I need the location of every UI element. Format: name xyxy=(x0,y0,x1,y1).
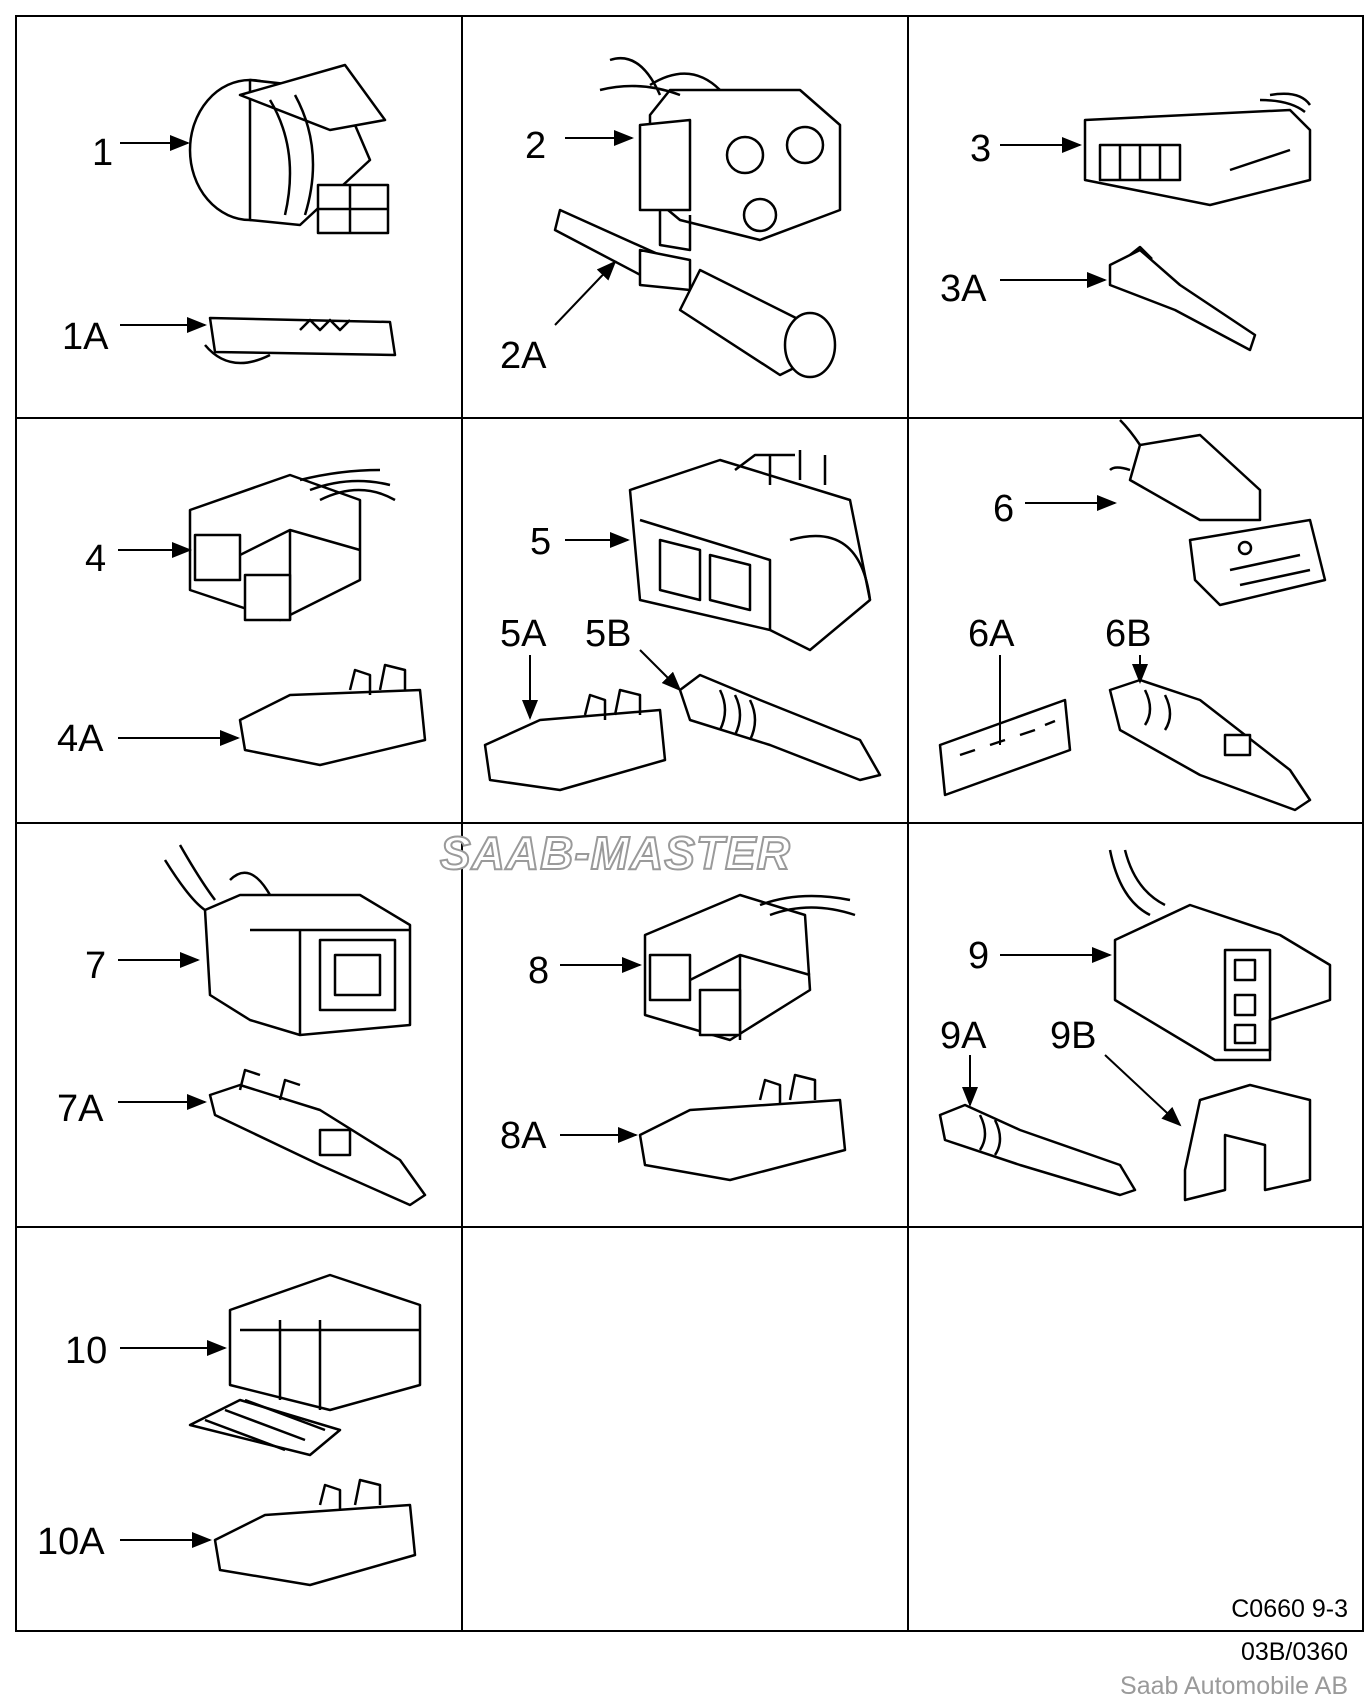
insert-6a-drawing xyxy=(938,698,1072,797)
terminal-5a-drawing xyxy=(483,688,667,792)
connector-8-drawing xyxy=(643,893,856,1042)
connector-4-drawing xyxy=(188,468,396,622)
terminal-7a-drawing xyxy=(208,1068,427,1207)
connector-1-drawing xyxy=(188,63,390,235)
callout-9b: 9B xyxy=(1050,1015,1097,1057)
figure-code: C0660 9-3 xyxy=(1231,1595,1348,1623)
terminal-6b-drawing xyxy=(1108,678,1312,812)
figure-reference: 03B/0360 xyxy=(1240,1638,1348,1666)
connector-9-drawing xyxy=(1108,849,1332,1062)
callout-6a: 6A xyxy=(968,613,1015,655)
callout-3a: 3A xyxy=(940,268,987,310)
callout-7a: 7A xyxy=(57,1088,104,1130)
callout-5: 5 xyxy=(530,521,552,563)
callout-10a: 10A xyxy=(37,1521,105,1563)
leader-9b xyxy=(1104,1054,1182,1127)
callout-8: 8 xyxy=(528,950,550,992)
callout-1: 1 xyxy=(92,132,114,174)
grid-divider-h1 xyxy=(15,417,1364,419)
callout-5b: 5B xyxy=(585,613,632,655)
terminal-10a-drawing xyxy=(213,1478,417,1587)
terminal-9a-drawing xyxy=(938,1103,1137,1197)
grid-divider-h2 xyxy=(15,822,1364,824)
grid-divider-h3 xyxy=(15,1226,1364,1228)
connector-6-drawing xyxy=(1109,419,1327,607)
connector-5-drawing xyxy=(628,450,872,652)
callout-6b: 6B xyxy=(1105,613,1152,655)
company-credit: Saab Automobile AB xyxy=(1120,1672,1348,1700)
lock-9b-drawing xyxy=(1183,1083,1312,1202)
callout-7: 7 xyxy=(85,945,107,987)
callout-3: 3 xyxy=(970,128,992,170)
callout-9: 9 xyxy=(968,935,990,977)
callout-10: 10 xyxy=(65,1330,108,1372)
callout-8a: 8A xyxy=(500,1115,547,1157)
terminal-3a-drawing xyxy=(1108,245,1257,352)
plug-2a-drawing xyxy=(553,208,837,379)
watermark: SAAB-MASTER xyxy=(439,826,791,880)
connector-7-drawing xyxy=(163,844,412,1037)
leader-5b xyxy=(639,649,682,692)
connector-3-drawing xyxy=(1083,92,1312,207)
terminal-4a-drawing xyxy=(238,663,427,767)
connector-10-drawing xyxy=(188,1273,422,1457)
callout-6: 6 xyxy=(993,488,1015,530)
terminal-5b-drawing xyxy=(678,673,882,782)
terminal-1a-drawing xyxy=(204,316,397,365)
callout-2a: 2A xyxy=(500,335,547,377)
callout-9a: 9A xyxy=(940,1015,987,1057)
callout-2: 2 xyxy=(525,125,547,167)
terminal-8a-drawing xyxy=(638,1073,847,1182)
callout-4: 4 xyxy=(85,538,107,580)
callout-1a: 1A xyxy=(62,316,109,358)
leader-2a xyxy=(554,260,617,326)
connector-2-drawing xyxy=(599,57,842,252)
callout-5a: 5A xyxy=(500,613,547,655)
callout-4a: 4A xyxy=(57,718,104,760)
